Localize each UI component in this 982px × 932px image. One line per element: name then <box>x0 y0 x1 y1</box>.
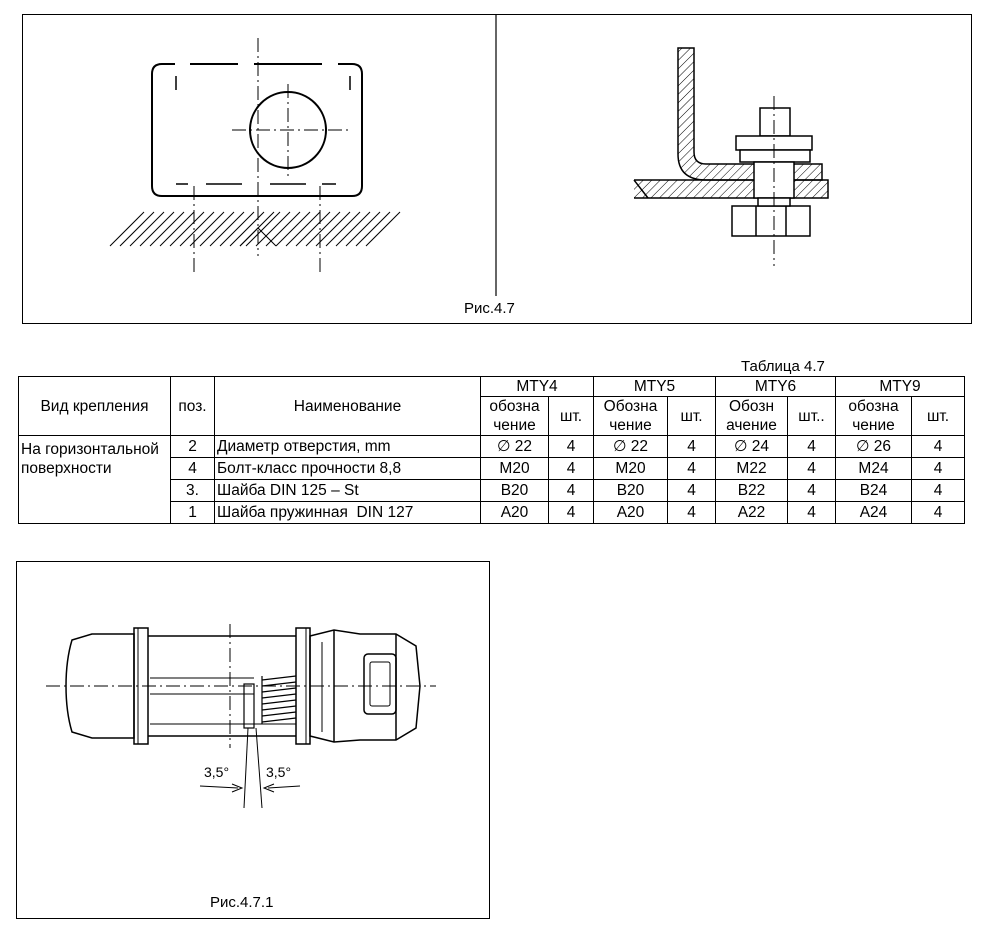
ground-hatch-line <box>305 211 341 247</box>
figure-4-7-caption: Рис.4.7 <box>464 300 515 317</box>
row-val: B20 <box>593 479 668 502</box>
ground-hatch-line <box>295 211 331 247</box>
row-val: M20 <box>593 457 668 480</box>
row-val: ∅ 24 <box>715 435 788 458</box>
ground-hatch-line <box>139 211 175 247</box>
ground-hatch-line <box>255 211 291 247</box>
row-val: 4 <box>548 501 594 524</box>
spec-table: Вид крепления поз. Наименование MTY4 MTY… <box>18 376 965 524</box>
ground-hatch-line <box>219 211 255 247</box>
ground-hatch-line <box>169 211 205 247</box>
row-val: A22 <box>715 501 788 524</box>
ground-hatch-line <box>345 211 381 247</box>
table-row: 1 Шайба пружинная DIN 127 A20 4 A20 4 A2… <box>19 501 965 524</box>
row-val: ∅ 26 <box>835 435 912 458</box>
ground-hatch-line <box>265 211 301 247</box>
figure-4-7-1-frame <box>16 561 490 919</box>
row-name: Шайба DIN 125 – St <box>214 479 481 502</box>
ground-hatch-line <box>159 211 195 247</box>
header-model: MTY5 <box>593 376 716 397</box>
ground-hatch-apex <box>239 227 277 247</box>
row-val: ∅ 22 <box>593 435 668 458</box>
centerlines-left <box>193 38 348 275</box>
ground-hatch-line <box>355 211 391 247</box>
header-mount-type: Вид крепления <box>18 376 171 436</box>
header-qty: шт. <box>911 396 965 436</box>
header-designation: обозна чение <box>480 396 549 436</box>
ground-hatch-line <box>245 211 281 247</box>
header-designation: Обозна чение <box>593 396 668 436</box>
header-designation: обозна чение <box>835 396 912 436</box>
ground-hatch-line <box>119 211 155 247</box>
ground-hatch-line <box>209 211 245 247</box>
figure-4-7-1-caption: Рис.4.7.1 <box>210 894 274 911</box>
ground-hatch-line <box>229 211 265 247</box>
row-val: A24 <box>835 501 912 524</box>
table-row: На горизонтальной поверхности 2 Диаметр … <box>18 435 965 524</box>
ground-hatch-line <box>189 211 225 247</box>
ground-hatch-line <box>109 211 145 247</box>
ground-hatch-line <box>149 211 185 247</box>
row-val: 4 <box>911 501 965 524</box>
table-row: 4 Болт-класс прочности 8,8 M20 4 M20 4 M… <box>19 457 965 480</box>
header-pos: поз. <box>170 376 215 436</box>
ground-hatch-line <box>365 211 401 247</box>
row-pos: 3. <box>170 479 215 502</box>
ground-hatch-line <box>179 211 215 247</box>
row-val: M24 <box>835 457 912 480</box>
row-val: A20 <box>593 501 668 524</box>
ground-hatch-line <box>325 211 361 247</box>
row-name: Шайба пружинная DIN 127 <box>214 501 481 524</box>
ground-hatch-line <box>315 211 351 247</box>
ground-hatch-line <box>335 211 371 247</box>
header-qty: шт. <box>548 396 594 436</box>
rope-coils <box>261 675 297 724</box>
ground-hatch-line <box>129 211 165 247</box>
ground-hatch-line <box>275 211 311 247</box>
angle-lines <box>199 727 301 809</box>
table-title: Таблица 4.7 <box>741 358 825 375</box>
ground-hatch-line <box>285 211 321 247</box>
header-qty: шт.. <box>787 396 836 436</box>
row-val: M20 <box>480 457 549 480</box>
ground-hatch-line <box>199 211 235 247</box>
angle-label-left: 3,5° <box>204 764 230 780</box>
angle-label-right: 3,5° <box>266 764 292 780</box>
